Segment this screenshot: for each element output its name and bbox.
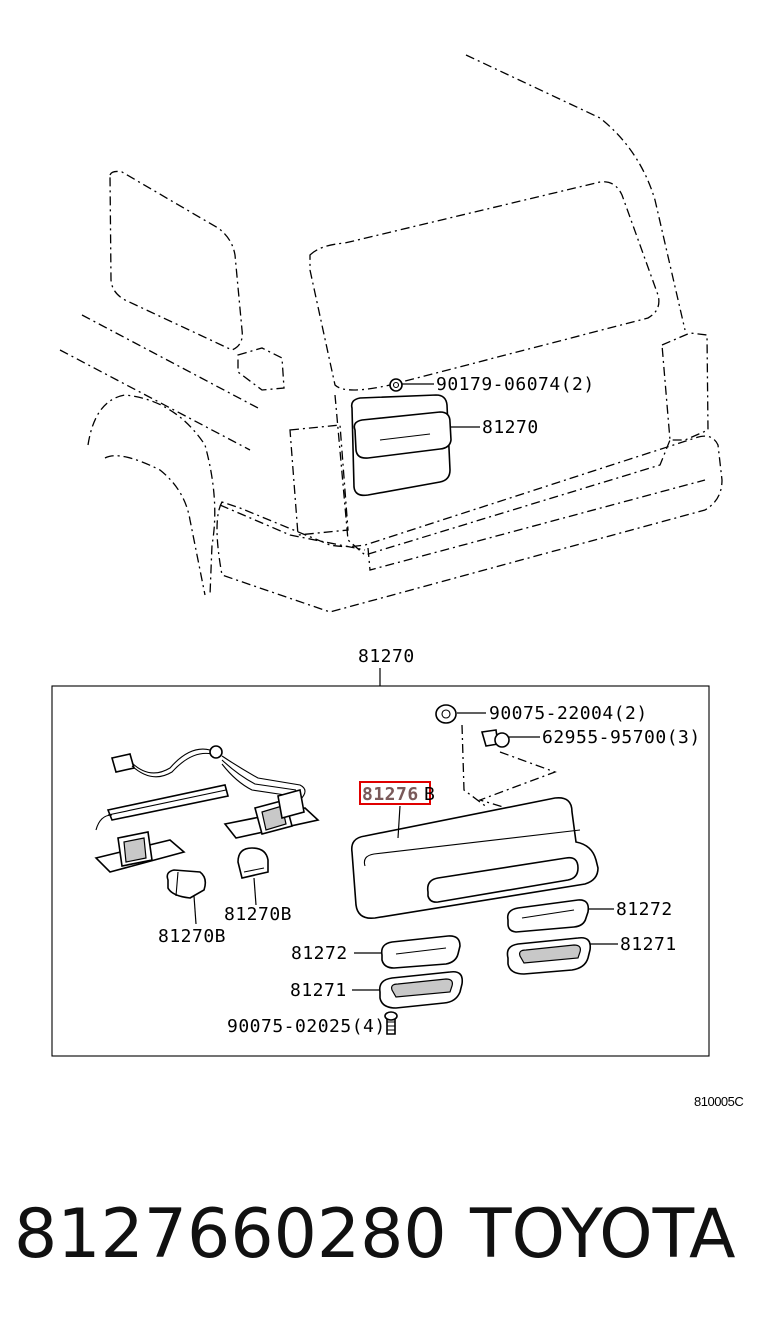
grommet (435, 704, 486, 724)
callout-gasket-left-lower: 81271 (290, 980, 347, 1001)
callout-lens-highlight: 81276 (362, 784, 419, 805)
exploded-view-frame (51, 685, 710, 1057)
callout-screw-bottom: 90075-02025(4) (227, 1016, 386, 1037)
box-title: 81270 (358, 646, 415, 667)
highlighted-callout-box (359, 781, 431, 805)
screw-top (480, 729, 540, 748)
wiring-harness (94, 745, 320, 873)
callout-gasket-left: 81272 (291, 943, 348, 964)
callout-gasket-right-lower: 81271 (620, 934, 677, 955)
screw-bottom (384, 1011, 398, 1035)
gasket-left-lower (352, 970, 464, 1009)
callout-bulb-right: 81270B (224, 904, 292, 925)
brand-name: TOYOTA (470, 1195, 736, 1274)
callout-grommet: 90075-22004(2) (489, 703, 648, 724)
part-number: 8127660280 (14, 1195, 447, 1274)
callout-top-lamp: 81270 (482, 417, 539, 438)
callout-top-clip: 90179-06074(2) (436, 374, 595, 395)
callout-bulb-left: 81270B (158, 926, 226, 947)
vehicle-rear-illustration (59, 54, 723, 613)
lamp-lens (350, 796, 599, 920)
gasket-right-lower (506, 936, 618, 975)
bulb-right (237, 847, 269, 906)
callout-gasket-right: 81272 (616, 899, 673, 920)
figure-code: 810005C (694, 1094, 743, 1109)
footer: 8127660280 TOYOTA (0, 1180, 760, 1290)
gasket-left-upper (354, 935, 461, 969)
bulb-left (166, 869, 207, 925)
callout-lens-suffix: B (424, 784, 435, 805)
callout-screw-top: 62955-95700(3) (542, 727, 701, 748)
gasket-right-upper (506, 899, 614, 933)
